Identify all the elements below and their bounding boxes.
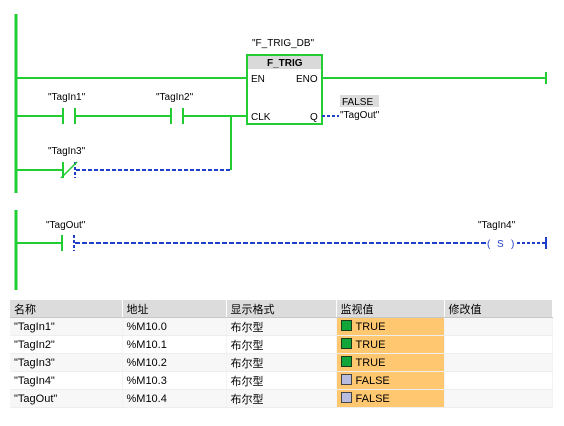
n2-contact-label: "TagOut": [46, 220, 86, 231]
cell-address[interactable]: %M10.3: [122, 371, 227, 390]
block-title: F_TRIG: [267, 58, 303, 69]
table-row[interactable]: "TagIn1" %M10.0 布尔型 TRUE: [10, 317, 553, 336]
cell-format[interactable]: 布尔型: [226, 371, 337, 390]
true-indicator-icon: [340, 338, 352, 349]
set-coil-symbol: S: [497, 239, 504, 250]
contact-tagout[interactable]: [61, 235, 75, 251]
pin-en: EN: [251, 74, 265, 85]
pin-clk: CLK: [251, 112, 271, 123]
col-name[interactable]: 名称: [10, 300, 123, 318]
col-format[interactable]: 显示格式: [226, 300, 337, 318]
true-indicator-icon: [340, 320, 352, 331]
q-monitor-value: FALSE: [342, 97, 373, 108]
true-indicator-icon: [340, 356, 352, 367]
col-modify-value[interactable]: 修改值: [444, 300, 553, 318]
q-tag-label: "TagOut": [340, 110, 380, 121]
cell-format[interactable]: 布尔型: [226, 389, 337, 408]
cell-address[interactable]: %M10.4: [122, 389, 227, 408]
cell-modify-value[interactable]: [444, 389, 553, 408]
contact-tagin1[interactable]: [62, 108, 76, 124]
n2-coil-label: "TagIn4": [478, 220, 516, 231]
monitor-value-text: TRUE: [355, 357, 386, 369]
cell-monitor-value: TRUE: [336, 353, 445, 372]
cell-name[interactable]: "TagIn4": [10, 371, 123, 390]
monitor-value-text: FALSE: [355, 393, 390, 405]
monitor-value-text: FALSE: [355, 375, 390, 387]
set-coil-tagin4[interactable]: ( ): [487, 239, 514, 250]
cell-address[interactable]: %M10.2: [122, 353, 227, 372]
cell-name[interactable]: "TagIn3": [10, 353, 123, 372]
contact2-label: "TagIn2": [156, 92, 194, 103]
watch-table-header: 名称 地址 显示格式 监视值 修改值: [10, 300, 553, 318]
table-row[interactable]: "TagIn3" %M10.2 布尔型 TRUE: [10, 353, 553, 372]
svg-text:): ): [511, 239, 514, 250]
q-monitor-box: [340, 95, 379, 107]
monitor-value-text: TRUE: [355, 339, 386, 351]
table-row[interactable]: "TagOut" %M10.4 布尔型 FALSE: [10, 389, 553, 408]
col-address[interactable]: 地址: [122, 300, 227, 318]
table-row[interactable]: "TagIn4" %M10.3 布尔型 FALSE: [10, 371, 553, 390]
cell-format[interactable]: 布尔型: [226, 353, 337, 372]
cell-modify-value[interactable]: [444, 371, 553, 390]
monitor-value-text: TRUE: [355, 321, 386, 333]
cell-address[interactable]: %M10.0: [122, 317, 227, 336]
cell-monitor-value: FALSE: [336, 389, 445, 408]
false-indicator-icon: [340, 374, 352, 385]
pin-eno: ENO: [296, 74, 318, 85]
col-monitor-value[interactable]: 监视值: [336, 300, 445, 318]
f-trig-block[interactable]: [246, 54, 323, 125]
cell-name[interactable]: "TagIn1": [10, 317, 123, 336]
cell-modify-value[interactable]: [444, 335, 553, 354]
cell-modify-value[interactable]: [444, 353, 553, 372]
svg-text:(: (: [487, 239, 491, 250]
contact-tagin3-nc[interactable]: [60, 161, 78, 179]
cell-monitor-value: TRUE: [336, 317, 445, 336]
cell-format[interactable]: 布尔型: [226, 317, 337, 336]
cell-name[interactable]: "TagIn2": [10, 335, 123, 354]
cell-format[interactable]: 布尔型: [226, 335, 337, 354]
contact3-label: "TagIn3": [48, 146, 86, 157]
contact1-label: "TagIn1": [48, 92, 86, 103]
cell-address[interactable]: %M10.1: [122, 335, 227, 354]
table-row[interactable]: "TagIn2" %M10.1 布尔型 TRUE: [10, 335, 553, 354]
false-indicator-icon: [340, 392, 352, 403]
contact-tagin2[interactable]: [170, 108, 184, 124]
watch-table: 名称 地址 显示格式 监视值 修改值 "TagIn1" %M10.0 布尔型 T…: [10, 300, 553, 408]
pin-q: Q: [310, 112, 318, 123]
cell-name[interactable]: "TagOut": [10, 389, 123, 408]
ladder-editor: "F_TRIG_DB" F_TRIG EN ENO CLK Q FALSE "T…: [14, 14, 547, 290]
cell-modify-value[interactable]: [444, 317, 553, 336]
instance-db-label: "F_TRIG_DB": [252, 38, 315, 49]
cell-monitor-value: FALSE: [336, 371, 445, 390]
cell-monitor-value: TRUE: [336, 335, 445, 354]
